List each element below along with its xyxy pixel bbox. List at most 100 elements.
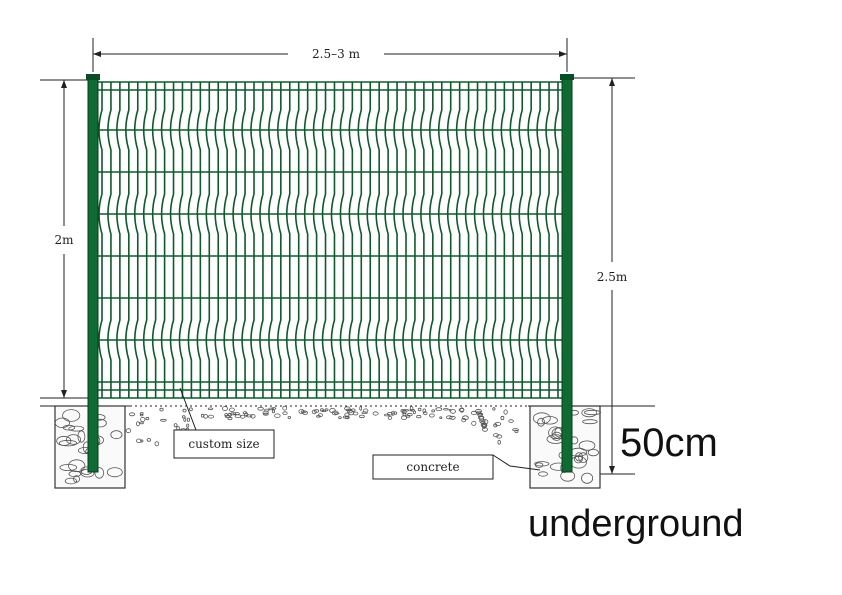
stone [587,448,599,457]
stone [106,467,123,478]
vertical-wire [527,82,532,398]
gravel-stone [344,415,350,420]
stone [581,408,597,418]
gravel-stone [400,415,407,421]
stone [62,409,81,422]
vertical-wire [169,82,175,398]
gravel-stone [423,411,428,416]
vertical-wire [518,82,524,398]
gravel-stone [391,410,395,416]
gravel-stone [176,426,180,431]
gravel-stone [409,406,414,411]
gravel-stone [409,409,416,412]
gravel-stone [317,413,323,418]
gravel-stone [234,414,242,418]
vertical-wire [232,82,237,398]
vertical-wire [393,82,398,398]
gravel-stone [201,413,205,418]
gravel-stone [359,406,363,411]
right-post [560,74,574,473]
gravel-stone [387,415,393,420]
stone [73,475,80,483]
stone [541,416,558,425]
stone [583,409,602,416]
stone [534,462,544,468]
gravel-stone [479,418,486,424]
gravel-stone [222,406,228,411]
gravel-stone [417,407,422,412]
gravel-stone [346,409,353,414]
vertical-wire [98,82,103,398]
gravel-stone [478,416,484,422]
vertical-wire [473,82,479,398]
vertical-wire [446,82,452,398]
gravel-stone [125,428,132,434]
vertical-wire [491,82,497,398]
gravel-stone [386,412,394,416]
gravel-stone [140,439,144,443]
stone [537,417,545,427]
gravel-stone [470,410,477,416]
gravel-stone [500,415,505,421]
gravel-stone [481,422,488,428]
stone [538,471,548,477]
custom-size-label: custom size [188,437,259,451]
gravel-stone [135,438,142,443]
vertical-wire [125,82,130,398]
vertical-wire [339,82,345,398]
gravel-stone [482,427,488,432]
gravel-stone [146,438,151,442]
stone [64,477,78,485]
vertical-wire [384,82,389,398]
vertical-wire [321,82,327,398]
vertical-wire [142,82,148,398]
panel-height-dimension: 2m [40,79,93,399]
gravel-stone [492,433,499,438]
stone [532,412,551,425]
stone [110,430,123,440]
gravel-stone [282,411,288,416]
gravel-stone [372,411,379,416]
panel-height-label: 2m [54,233,74,247]
post-height-label: 2.5m [597,270,628,284]
vertical-wire [133,82,139,398]
vertical-wire [223,82,228,398]
gravel-stone [145,416,150,421]
vertical-wire [402,82,407,398]
vertical-wire [545,82,550,398]
gravel-stone [344,412,350,418]
vertical-wire [312,82,318,398]
vertical-wire [429,82,434,398]
vertical-wire [285,82,291,398]
stone [578,440,596,451]
left-post [86,74,100,473]
stone [578,452,589,463]
gravel-stone [497,439,501,445]
gravel-stone [257,406,264,411]
stone [68,459,86,473]
gravel-stone [244,412,249,417]
gravel-stone [393,411,398,415]
gravel-stone [334,412,340,415]
gravel-stone [358,414,365,419]
gravel-stone [207,414,214,419]
gravel-stone [363,408,369,413]
vertical-wire [357,82,363,398]
gravel-stone [338,416,342,420]
gravel-stone [207,407,214,411]
gravel-stone [262,410,269,415]
stone [94,467,105,479]
vertical-wire [178,82,184,398]
vertical-wire [268,82,273,398]
gravel-stone [274,413,281,418]
vertical-wire [509,82,515,398]
gravel-stone [188,407,193,412]
gravel-stone [476,412,484,416]
gravel-stone [300,410,307,414]
fence-mesh [98,81,562,399]
gravel-stone [512,428,519,432]
gravel-stone [329,407,336,413]
vertical-wire [455,82,461,398]
vertical-wire [187,82,193,398]
gravel-fill [125,405,519,447]
